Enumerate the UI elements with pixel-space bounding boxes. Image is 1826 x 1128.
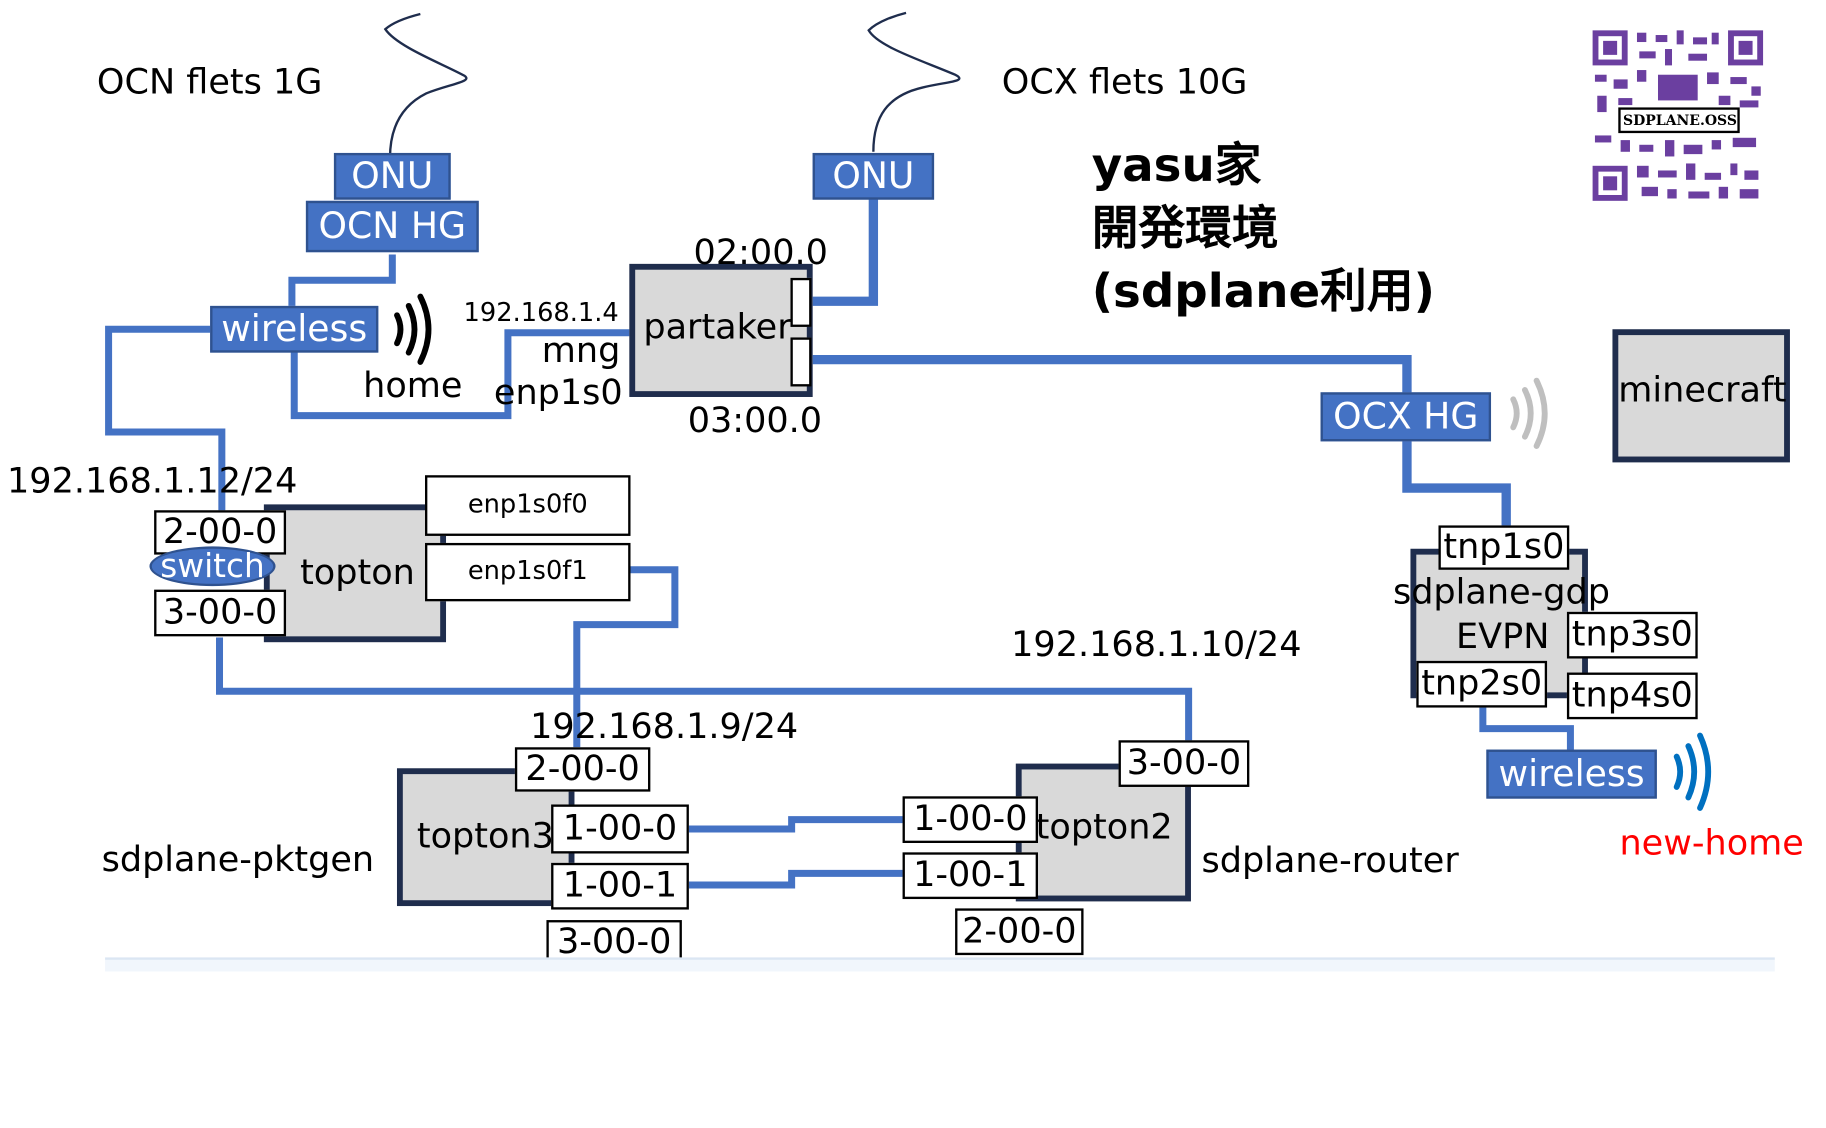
topton-nic-f0: enp1s0f0 xyxy=(425,475,631,536)
ocx-hg: OCX HG xyxy=(1320,392,1492,442)
topton-device xyxy=(263,504,447,643)
wire-partaker-ocxhg xyxy=(812,354,1412,393)
onu-left: ONU xyxy=(333,152,451,200)
ocn-hg: OCN HG xyxy=(305,200,479,253)
internet-squiggle-right xyxy=(867,11,961,152)
wire-f1-topton3 xyxy=(573,566,679,748)
partaker-port-top xyxy=(790,277,812,327)
wire-onu-partaker xyxy=(812,196,879,306)
wireless-home: wireless xyxy=(210,305,379,353)
topton2-port-1-00-1: 1-00-1 xyxy=(902,852,1038,900)
topton3-name: topton3 xyxy=(416,816,554,858)
topton3-port-1-00-1: 1-00-1 xyxy=(551,862,689,910)
qr-code-text: SDPLANE.OSS xyxy=(1622,112,1738,129)
topton-switch: switch xyxy=(149,546,276,587)
qr-code-icon: SDPLANE.OSS xyxy=(1590,28,1766,204)
gdp-name: sdplane-gdp xyxy=(1392,572,1610,613)
topton3-port-2-00-0: 2-00-0 xyxy=(514,747,651,792)
topton-name: topton xyxy=(300,552,415,594)
topton2-ip: 192.168.1.10/24 xyxy=(1011,624,1302,666)
gdp-port-tnp4s0: tnp4s0 xyxy=(1566,672,1698,720)
wire-ocxhg-gdp xyxy=(1402,441,1511,528)
partaker-name: partaker xyxy=(643,307,792,348)
internet-squiggle-left xyxy=(383,12,468,176)
partaker-device xyxy=(629,263,813,397)
partaker-ip: 192.168.1.4 xyxy=(463,298,619,329)
topton3-role: sdplane-pktgen xyxy=(101,839,375,881)
wire-1001 xyxy=(688,869,903,889)
isp-label-ocx: OCX flets 10G xyxy=(1001,61,1248,103)
gdp-evpn: EVPN xyxy=(1455,616,1550,658)
minecraft-device xyxy=(1612,329,1790,463)
gdp-port-tnp2s0: tnp2s0 xyxy=(1416,660,1548,708)
topton-port-3-00-0: 3-00-0 xyxy=(154,589,287,637)
partaker-port-bottom xyxy=(790,337,812,387)
topton-nic-f1: enp1s0f1 xyxy=(425,542,631,602)
onu-right: ONU xyxy=(812,152,935,200)
title-line1: yasu家 xyxy=(1091,138,1262,193)
home-label: home xyxy=(363,365,463,407)
wire-gdp-wireless xyxy=(1479,705,1574,750)
topton3-ip: 192.168.1.9/24 xyxy=(530,706,799,748)
topton3-port-1-00-0: 1-00-0 xyxy=(551,804,689,854)
wireless-new-home: wireless xyxy=(1486,749,1657,799)
topton2-port-2-00-0: 2-00-0 xyxy=(955,908,1084,956)
wire-topton-topton2 xyxy=(216,637,1193,743)
isp-label-ocn: OCN flets 1G xyxy=(96,61,323,103)
new-home-label: new-home xyxy=(1619,823,1804,865)
topton3-device xyxy=(396,768,575,907)
topton2-name: topton2 xyxy=(1035,806,1173,848)
wire-wireless-switch xyxy=(105,325,226,514)
slide-bottom-bar xyxy=(105,957,1775,972)
topton2-port-1-00-0: 1-00-0 xyxy=(902,796,1038,844)
title-line3: (sdplane利用) xyxy=(1091,265,1435,319)
gdp-port-tnp3s0: tnp3s0 xyxy=(1566,611,1698,659)
wireless-signal-icon xyxy=(394,293,1712,811)
partaker-iface-label: enp1s0 xyxy=(493,372,623,414)
topton-ip: 192.168.1.12/24 xyxy=(7,461,298,503)
wire-1000 xyxy=(688,816,903,833)
wire-hg-wireless xyxy=(288,254,396,306)
gdp-port-tnp1s0: tnp1s0 xyxy=(1438,525,1570,570)
topton3-port-3-00-0: 3-00-0 xyxy=(546,920,682,965)
wiring xyxy=(105,11,1712,889)
partaker-port-bottom-label: 03:00.0 xyxy=(687,400,823,442)
partaker-mng-label: mng xyxy=(541,330,621,372)
minecraft-name: minecraft xyxy=(1618,370,1787,411)
topton2-port-3-00-0: 3-00-0 xyxy=(1118,740,1250,787)
title-line2: 開発環境 xyxy=(1091,201,1279,256)
topton2-role: sdplane-router xyxy=(1201,840,1459,882)
partaker-port-top-label: 02:00.0 xyxy=(693,232,828,274)
wire-wireless-partaker xyxy=(290,329,631,420)
